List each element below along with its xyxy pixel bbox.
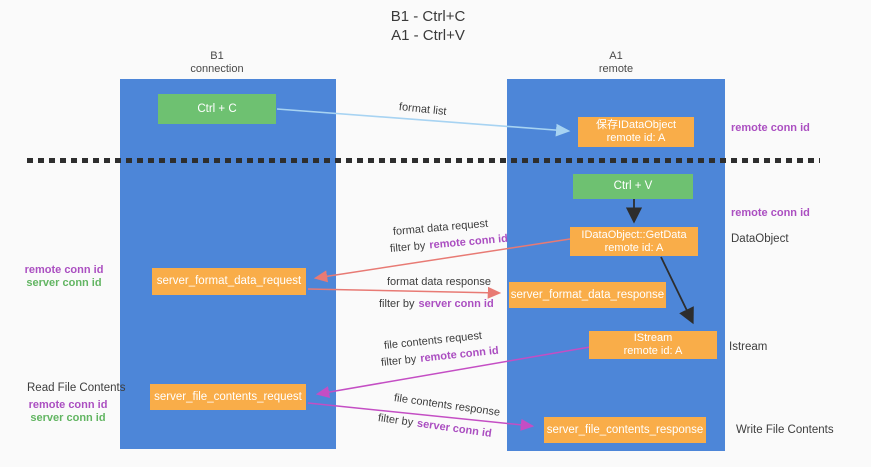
node-save-dataobject-line1: 保存IDataObject <box>595 119 677 131</box>
arrow-label-file-contents-response: file contents response <box>393 392 501 419</box>
node-server-format-data-request: server_format_data_request <box>152 268 306 295</box>
label-left-remote-conn-id-bottom: remote conn id <box>28 399 108 411</box>
node-getdata-line1: IDataObject::GetData <box>581 228 687 241</box>
filter-prefix: filter by <box>380 353 417 369</box>
node-server-format-data-response: server_format_data_response <box>509 282 666 308</box>
node-save-dataobject: 保存IDataObject remote id: A <box>578 117 694 147</box>
node-istream-line1: IStream <box>633 332 673 344</box>
node-server-format-data-response-label: server_format_data_response <box>510 288 665 301</box>
label-left-conn-stack-mid: remote conn id server conn id <box>22 264 106 290</box>
filter-key-remote-conn-id: remote conn id <box>419 344 500 365</box>
filter-key-remote-conn-id: remote conn id <box>428 232 509 252</box>
node-istream-line2: remote id: A <box>623 345 683 357</box>
filter-key-server-conn-id: server conn id <box>416 417 493 440</box>
session-divider <box>27 158 820 163</box>
node-save-dataobject-line2: remote id: A <box>606 132 666 144</box>
node-getdata: IDataObject::GetData remote id: A <box>570 227 698 256</box>
node-istream: IStream remote id: A <box>589 331 717 359</box>
label-write-file-contents: Write File Contents <box>736 424 834 436</box>
diagram-title-line1: B1 - Ctrl+C <box>390 8 466 25</box>
filter-prefix: filter by <box>377 412 414 429</box>
node-server-file-contents-request: server_file_contents_request <box>150 384 306 410</box>
node-ctrl-v-label: Ctrl + V <box>613 180 653 192</box>
diagram-title-line2: A1 - Ctrl+V <box>391 27 465 44</box>
label-left-conn-stack-bottom: remote conn id server conn id <box>26 399 110 425</box>
label-read-file-contents: Read File Contents <box>27 382 126 394</box>
arrow-label-format-data-response: format data response <box>387 276 491 288</box>
arrow-label-format-list: format list <box>398 101 448 118</box>
label-left-server-conn-id-mid: server conn id <box>26 277 102 289</box>
node-server-format-data-request-label: server_format_data_request <box>156 275 302 287</box>
lane-b1-subtitle: connection <box>190 63 244 75</box>
node-ctrl-c-label: Ctrl + C <box>197 102 237 115</box>
label-remote-conn-id-top: remote conn id <box>731 122 810 134</box>
lane-a1-title: A1 <box>609 50 623 62</box>
lane-a1-subtitle: remote <box>598 63 634 75</box>
label-left-remote-conn-id-mid: remote conn id <box>24 264 104 276</box>
node-server-file-contents-response-label: server_file_contents_response <box>546 423 704 436</box>
lane-header-a1: A1 remote <box>556 50 676 76</box>
filter-key-server-conn-id: server conn id <box>418 298 494 310</box>
label-istream: Istream <box>729 341 768 353</box>
diagram-title: B1 - Ctrl+C A1 - Ctrl+V <box>348 7 508 45</box>
node-server-file-contents-request-label: server_file_contents_request <box>154 390 302 403</box>
node-server-file-contents-response: server_file_contents_response <box>544 417 706 443</box>
filter-prefix: filter by <box>379 298 415 310</box>
label-left-server-conn-id-bottom: server conn id <box>30 412 106 424</box>
lane-header-b1: B1 connection <box>157 50 277 76</box>
node-getdata-line2: remote id: A <box>604 241 664 254</box>
filter-prefix: filter by <box>389 239 426 255</box>
label-remote-conn-id-mid: remote conn id <box>731 207 810 219</box>
format-data-response-arrow <box>307 286 502 299</box>
node-ctrl-c: Ctrl + C <box>158 94 276 124</box>
label-dataobject: DataObject <box>731 233 789 245</box>
lane-b1-title: B1 <box>210 50 224 62</box>
node-ctrl-v: Ctrl + V <box>573 174 693 199</box>
